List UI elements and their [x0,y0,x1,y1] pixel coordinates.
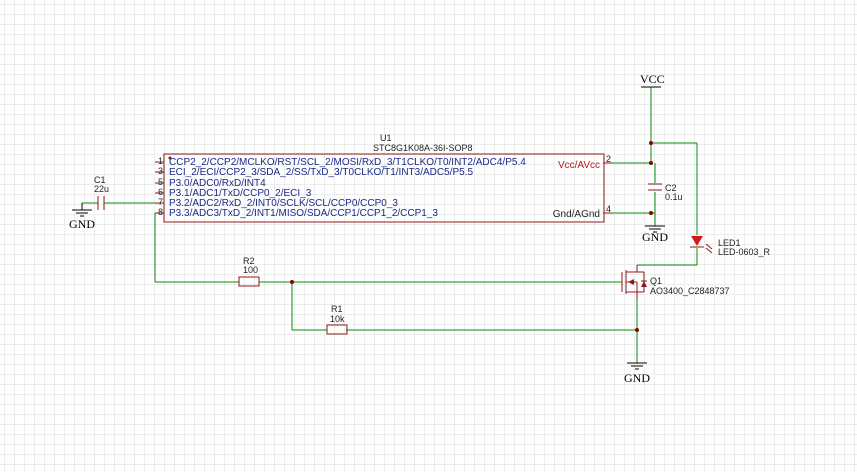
u1-body[interactable] [163,153,605,223]
u1-pin-number: 4 [606,204,611,214]
component-q1[interactable]: Q1 AO3400_C2848737 [621,265,730,300]
led1-value: LED-0603_R [718,247,771,257]
component-c1[interactable]: C1 22u [94,175,109,210]
junction-dot [649,141,653,145]
gnd-label: GND [624,371,650,385]
u1-pin-name: P3.3/ADC3/TxD_2/INT1/MISO/SDA/CCP1/CCP1_… [169,208,438,219]
vcc-label: VCC [640,72,665,86]
component-led1[interactable]: LED1 LED-0603_R [690,236,771,257]
u1-pin-name-gnd: Gnd/AGnd [553,209,600,220]
r1-value: 10k [330,314,345,324]
q1-diode-triangle [641,281,647,287]
component-r1[interactable]: R1 10k [326,304,348,335]
gnd-label: GND [69,217,95,231]
u1-pin-name: P3.1/ADC1/TxD/CCP0_2/ECI_3 [169,188,312,199]
u1-pin-number: 6 [158,187,163,197]
junctions [290,141,653,332]
q1-ref: Q1 [650,276,662,286]
junction-dot [649,211,653,215]
led1-triangle [691,236,703,246]
power-gnd-q1[interactable]: GND [624,362,650,385]
gnd-label: GND [642,230,668,244]
led1-ray-2 [705,247,713,254]
junction-dot [290,280,294,284]
u1-ref: U1 [380,133,392,143]
r1-body [326,324,348,335]
power-gnd-c1[interactable]: GND [69,203,95,231]
r2-body [238,276,260,287]
power-gnd-c2[interactable]: GND [642,225,668,244]
c2-ref: C2 [665,183,677,193]
u1-pin-name: CCP2_2/CCP2/MCLKO/RST/SCL_2/MOSI/RxD_3/T… [169,157,526,168]
component-u1[interactable]: U1 STC8G1K08A-36I-SOP8 1 3 5 6 7 8 CCP2_… [155,133,612,223]
u1-pin-name: ECI_2/ECI/CCP2_3/SDA_2/SS/TxD_3/T0CLKO/T… [169,167,473,178]
u1-pin-name: P3.2/ADC2/RxD_2/INT0/SCLK/SCL/CCP0/CCP0_… [169,198,398,209]
c1-ref: C1 [94,175,106,185]
u1-pin-number: 1 [158,156,163,166]
r1-ref: R1 [331,304,343,314]
component-c2[interactable]: C2 0.1u [648,183,683,202]
wires [82,87,698,363]
junction-dot [635,328,639,332]
u1-pin-number: 2 [606,154,611,164]
u1-pin-name: P3.0/ADC0/RxD/INT4 [169,178,266,189]
component-r2[interactable]: R2 100 [238,256,260,287]
u1-pin1-marker [168,156,172,160]
c2-value: 0.1u [665,192,683,202]
u1-pin-number: 3 [158,166,163,176]
power-vcc[interactable]: VCC [640,72,665,88]
u1-value: STC8G1K08A-36I-SOP8 [373,143,473,153]
r2-ref: R2 [243,256,255,266]
led1-ray-1 [705,243,713,250]
q1-arrow [628,279,634,285]
u1-pin-number: 5 [158,177,163,187]
q1-value: AO3400_C2848737 [650,286,730,296]
junction-dot [649,161,653,165]
u1-pin-number: 8 [158,207,163,217]
r2-value: 100 [243,265,258,275]
u1-pin-number: 7 [158,197,163,207]
led1-ref: LED1 [718,238,741,248]
u1-pin-name-vcc: Vcc/AVcc [558,160,600,171]
c1-value: 22u [94,184,109,194]
